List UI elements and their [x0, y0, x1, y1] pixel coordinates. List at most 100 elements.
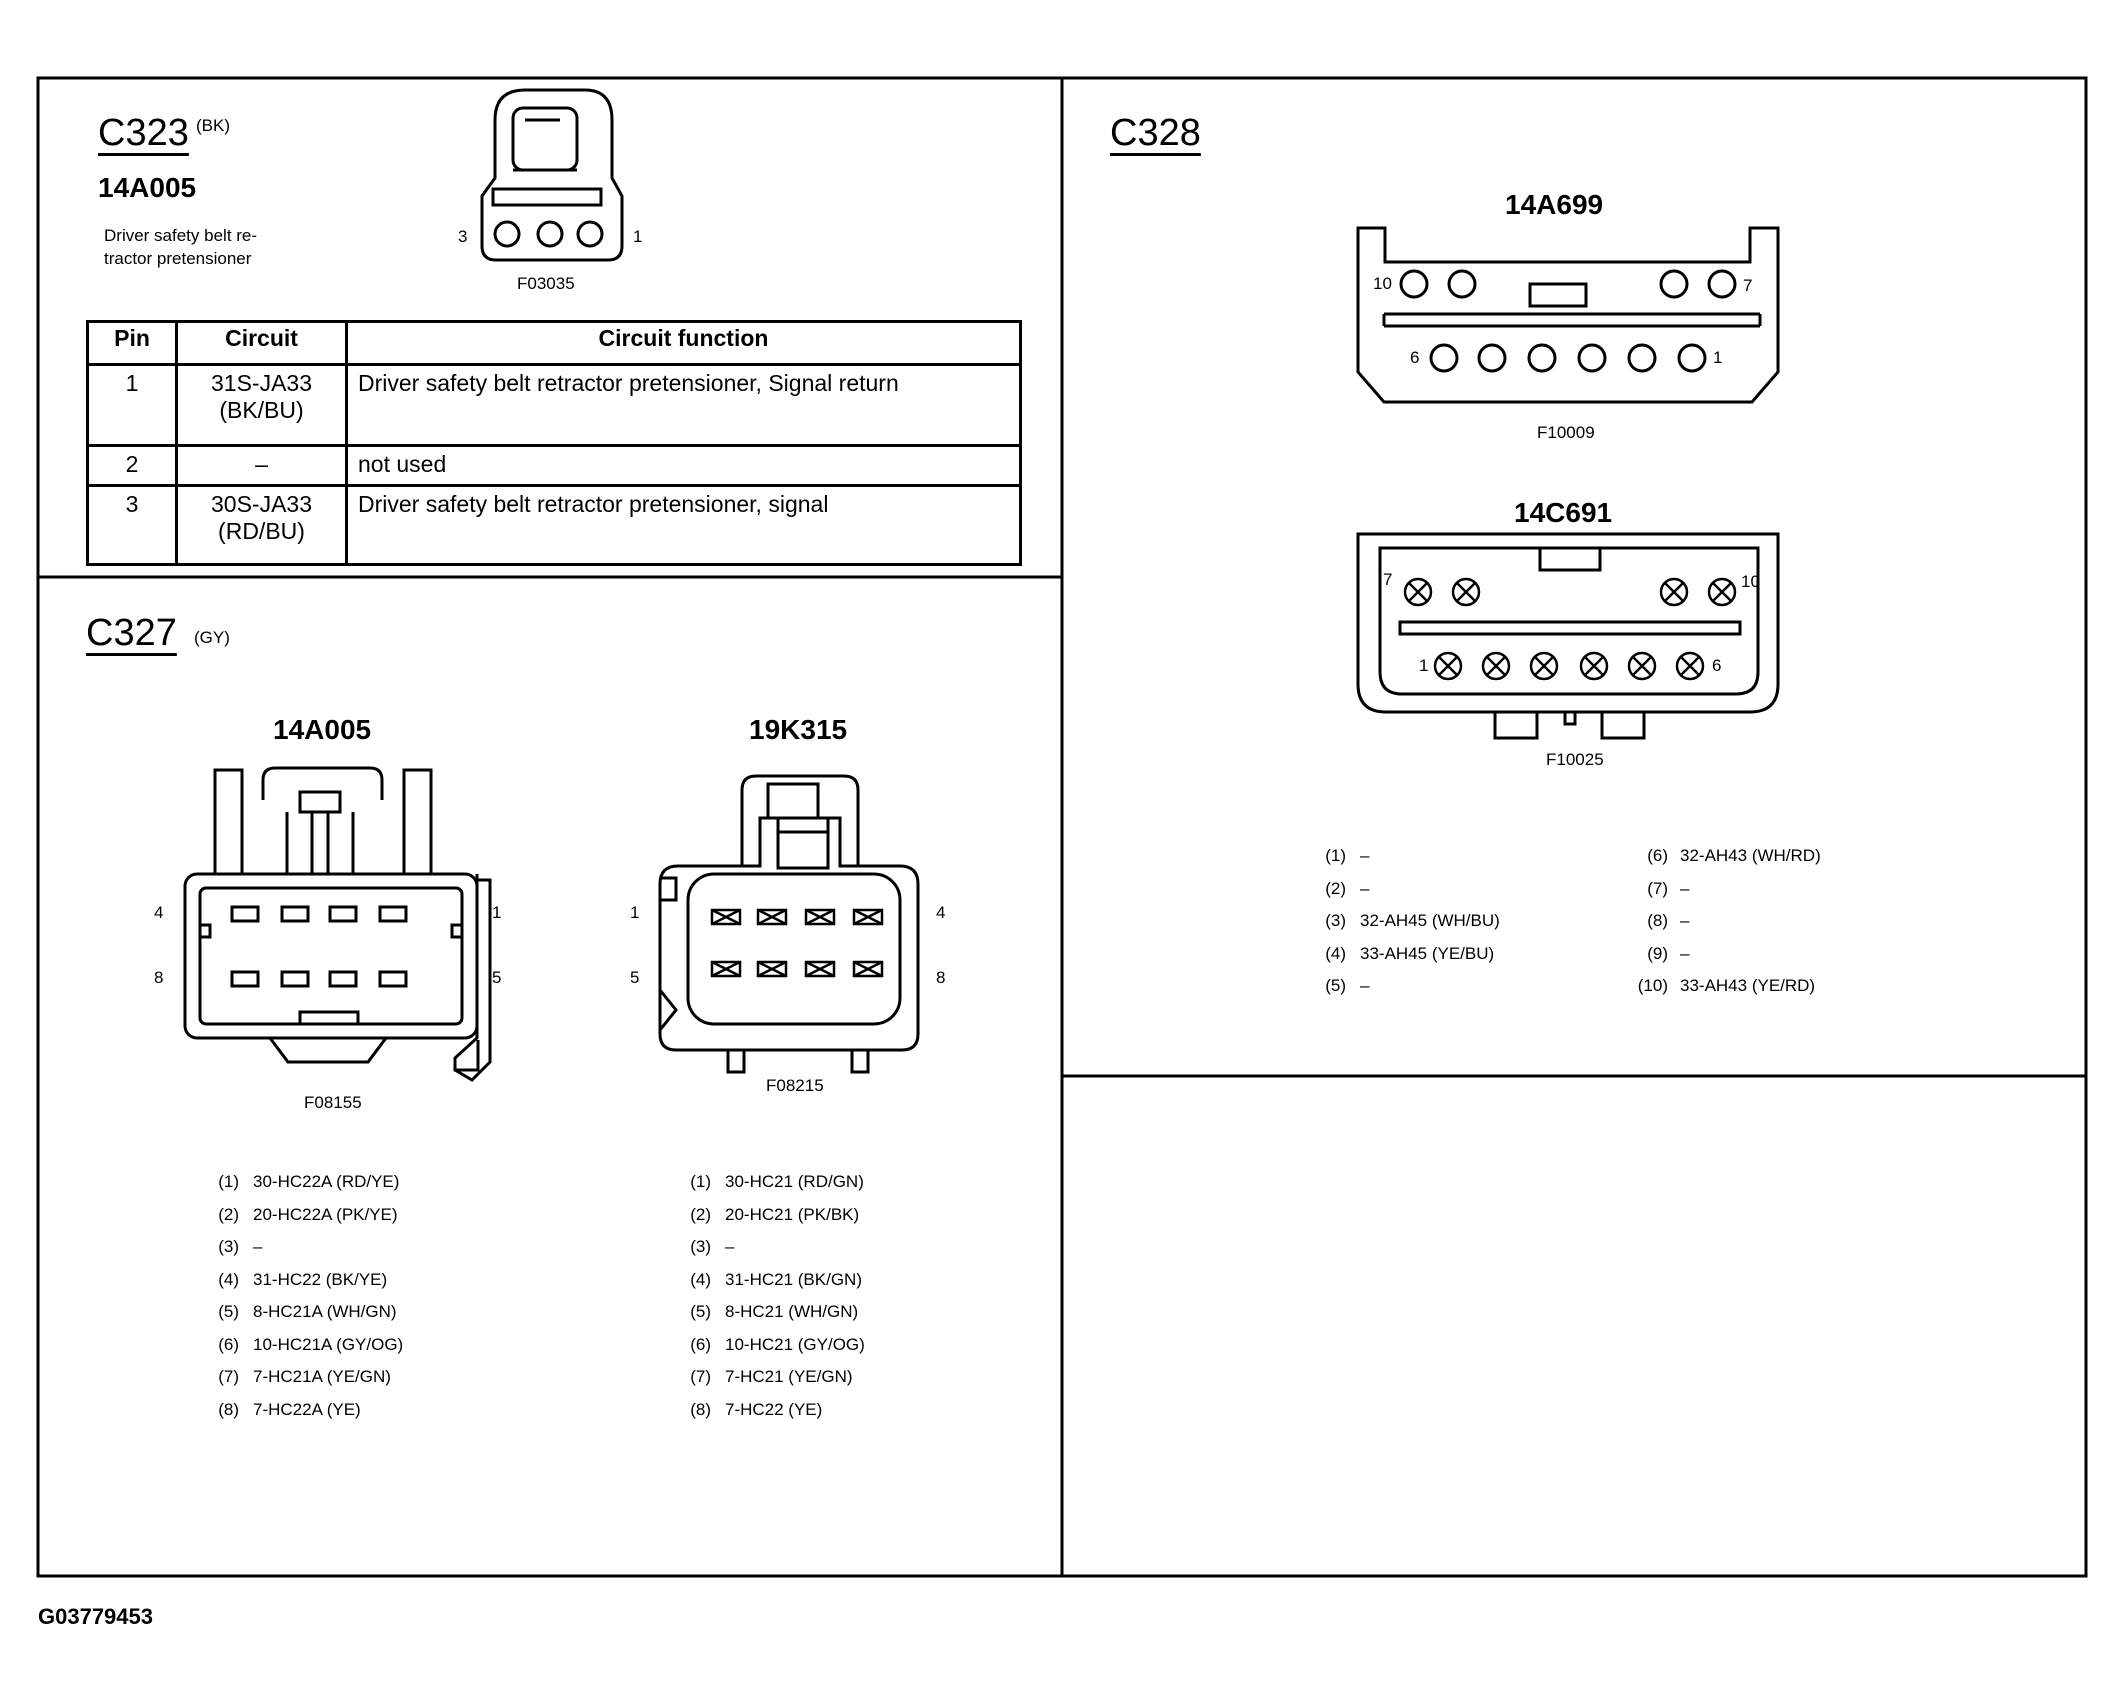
- c328-14a699-connector-drawing: [1356, 226, 1780, 404]
- pin-number: (9): [1647, 943, 1668, 963]
- list-item: (10) 33-AH43 (YE/RD): [1624, 970, 1944, 1003]
- c323-connector-drawing: [480, 88, 624, 262]
- pin-circuit: 7-HC22 (YE): [725, 1399, 823, 1419]
- list-item: (2) 20-HC22A (PK/YE): [213, 1199, 533, 1232]
- list-item: (1)30-HC21 (RD/GN): [685, 1166, 1005, 1199]
- c328-top-part-number: 14A699: [1505, 189, 1604, 220]
- pin-circuit: 32-AH45 (WH/BU): [1360, 911, 1500, 930]
- circuit-line1: 31S-JA33: [210, 370, 312, 396]
- pin-number: (7): [1647, 878, 1668, 898]
- table-cell-circuit: –: [175, 444, 348, 487]
- list-item: (8) 7-HC22A (YE): [213, 1394, 533, 1427]
- pin-number: (6): [1647, 846, 1668, 865]
- pin-number: (7): [690, 1367, 711, 1386]
- c323-description-line2: tractor pretensioner: [104, 249, 252, 268]
- c328-top-pin-label-bottom-left: 6: [1410, 348, 1420, 367]
- pin-circuit: 20-HC22A (PK/YE): [253, 1204, 398, 1224]
- list-item: (4)33-AH45 (YE/BU): [1320, 938, 1620, 971]
- c327-14a005-connector-drawing: [183, 766, 492, 1082]
- pin-number: (8): [690, 1399, 711, 1419]
- c327-left-pin-label-bottom-left: 8: [154, 968, 164, 987]
- list-item: (3)–: [213, 1231, 533, 1264]
- list-item: (4)31-HC22 (BK/YE): [213, 1264, 533, 1297]
- pin-circuit: 10-HC21A (GY/OG): [253, 1334, 404, 1354]
- pin-number: (5): [690, 1302, 711, 1321]
- c328-right-pin-list: (6)32-AH43 (WH/RD) (7)– (8)– (9)– (10)33…: [1624, 840, 1944, 1003]
- list-item: (5)–: [1320, 970, 1620, 1003]
- c328-top-figure-code: F10009: [1537, 423, 1595, 442]
- pin-number: (4): [690, 1269, 711, 1289]
- list-item: (6) 32-AH43 (WH/RD): [1624, 840, 1944, 873]
- pin-circuit: 32-AH43 (WH/RD): [1680, 846, 1821, 865]
- table-row: 2 – not used: [86, 444, 1022, 487]
- list-item: (1) 30-HC22A (RD/YE): [213, 1166, 533, 1199]
- c328-bottom-part-number: 14C691: [1514, 497, 1613, 528]
- c323-connector-id: C323: [98, 112, 189, 154]
- c328-bottom-pin-label-top-right: 10: [1741, 572, 1760, 591]
- list-item: (7)7-HC21A (YE/GN): [213, 1361, 533, 1394]
- list-item: (3)–: [685, 1231, 1005, 1264]
- c328-bottom-figure-code: F10025: [1546, 750, 1604, 769]
- pin-number: (1): [1325, 846, 1346, 865]
- c327-right-figure-code: F08215: [766, 1076, 824, 1095]
- pin-number: (2): [690, 1204, 711, 1224]
- pin-table-header-function: Circuit function: [345, 320, 1022, 366]
- pin-number: (2): [1325, 878, 1346, 898]
- pin-table-header-pin: Pin: [86, 320, 178, 366]
- pin-number: (5): [218, 1302, 239, 1321]
- c327-color-tag: (GY): [194, 628, 230, 647]
- c327-right-pin-label-bottom-right: 8: [936, 968, 946, 987]
- pin-number: (8): [218, 1399, 239, 1419]
- pin-circuit: 30-HC22A (RD/YE): [253, 1172, 400, 1191]
- pin-number: (10): [1637, 976, 1668, 995]
- pin-number: (2): [218, 1204, 239, 1224]
- pin-number: (8): [1647, 911, 1668, 930]
- c328-top-pin-label-top-right: 7: [1743, 276, 1753, 295]
- table-cell-pin: 2: [86, 444, 178, 487]
- pin-table-header-circuit: Circuit: [175, 320, 348, 366]
- c327-right-pin-label-top-left: 1: [630, 903, 640, 922]
- table-cell-function: Driver safety belt retractor pretensione…: [345, 484, 1022, 566]
- pin-circuit: 8-HC21A (WH/GN): [253, 1302, 397, 1321]
- list-item: (6)10-HC21A (GY/OG): [213, 1329, 533, 1362]
- pin-number: (3): [690, 1237, 711, 1256]
- pin-circuit: 33-AH43 (YE/RD): [1680, 976, 1816, 995]
- c327-19k315-connector-drawing: [658, 774, 920, 1074]
- c328-14c691-connector-drawing: [1356, 532, 1780, 740]
- list-item: (3) 32-AH45 (WH/BU): [1320, 905, 1620, 938]
- c328-left-pin-list: (1)– (2)– (3)32-AH45 (WH/BU) (4)33-AH45 …: [1320, 840, 1620, 1003]
- table-row: 3 30S-JA33(RD/BU) Driver safety belt ret…: [86, 484, 1022, 566]
- pin-number: (5): [1325, 976, 1346, 995]
- list-item: (4)31-HC21 (BK/GN): [685, 1264, 1005, 1297]
- pin-number: (3): [1325, 911, 1346, 930]
- pin-number: (1): [218, 1172, 239, 1191]
- c328-connector-id: C328: [1110, 112, 1201, 154]
- pin-circuit: 7-HC21 (YE/GN): [725, 1367, 853, 1386]
- pin-circuit: 7-HC22A (YE): [253, 1399, 361, 1419]
- table-cell-function: Driver safety belt retractor pretensione…: [345, 363, 1022, 447]
- pin-number: (4): [1325, 943, 1346, 963]
- c327-left-pin-label-top-left: 4: [154, 903, 164, 922]
- pin-number: (4): [218, 1269, 239, 1289]
- table-row: 1 31S-JA33(BK/BU) Driver safety belt ret…: [86, 363, 1022, 447]
- pin-circuit: 10-HC21 (GY/OG): [725, 1334, 865, 1354]
- pin-circuit: 7-HC21A (YE/GN): [253, 1367, 391, 1386]
- c327-connector-id: C327: [86, 612, 177, 654]
- c323-pin-label-left: 3: [458, 227, 468, 246]
- circuit-line2: (BK/BU): [219, 397, 304, 423]
- c327-right-part-number: 19K315: [749, 714, 848, 745]
- c327-left-part-number: 14A005: [273, 714, 372, 745]
- c327-left-pin-label-top-right: 1: [492, 903, 502, 922]
- list-item: (8) 7-HC22 (YE): [685, 1394, 1005, 1427]
- pin-circuit: –: [1680, 911, 1690, 930]
- list-item: (7)–: [1624, 873, 1944, 906]
- list-item: (1)–: [1320, 840, 1620, 873]
- pin-circuit: 8-HC21 (WH/GN): [725, 1302, 859, 1321]
- c328-bottom-pin-label-bottom-right: 6: [1712, 656, 1722, 675]
- c327-left-pin-label-bottom-right: 5: [492, 968, 502, 987]
- c328-bottom-pin-label-bottom-left: 1: [1419, 656, 1429, 675]
- table-cell-circuit: 30S-JA33(RD/BU): [175, 484, 348, 566]
- list-item: (7) 7-HC21 (YE/GN): [685, 1361, 1005, 1394]
- c327-right-pin-label-top-right: 4: [936, 903, 946, 922]
